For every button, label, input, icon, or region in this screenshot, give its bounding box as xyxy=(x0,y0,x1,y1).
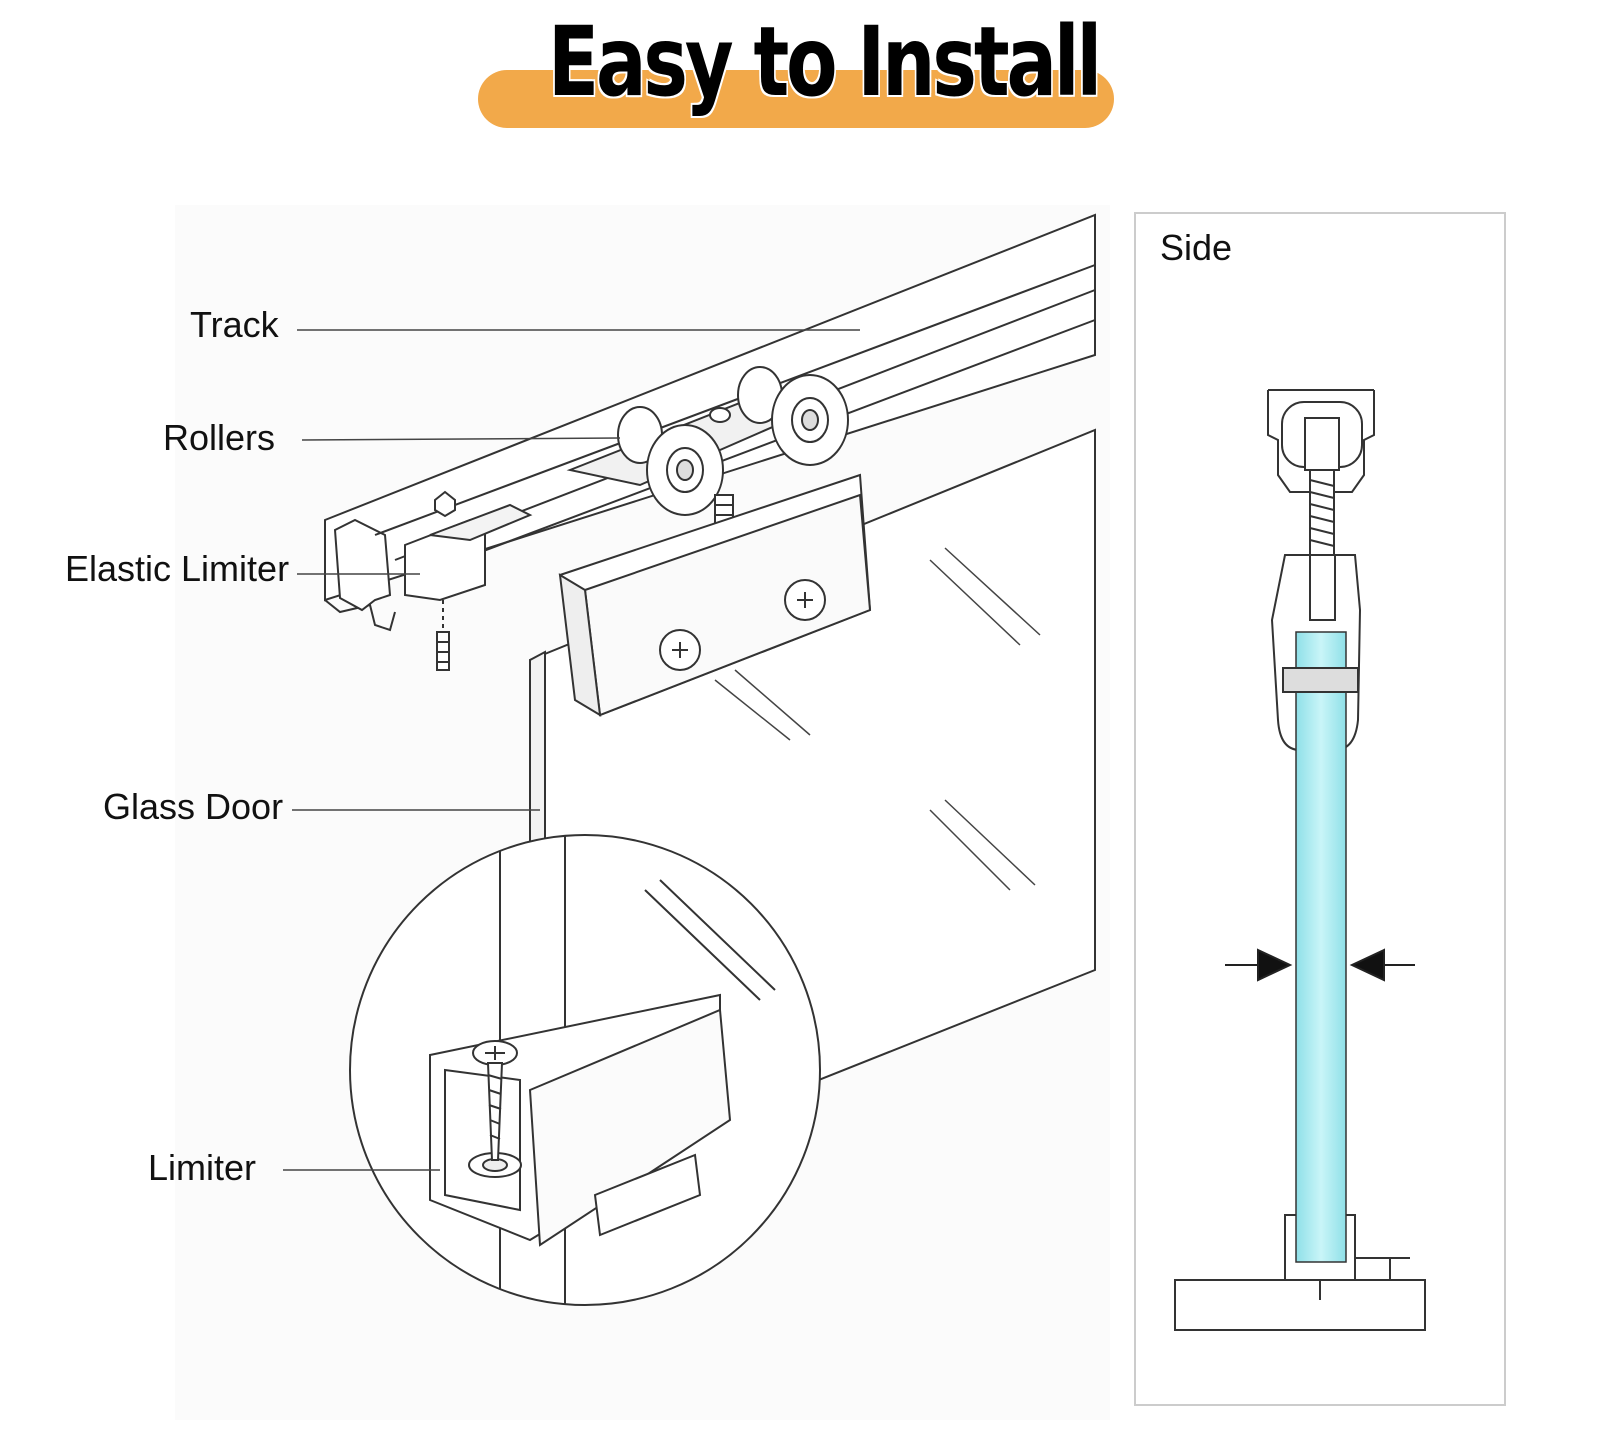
thickness-arrows xyxy=(1225,948,1415,982)
limiter-detail-circle xyxy=(349,834,821,1306)
rollers-assembly xyxy=(566,366,849,536)
title-highlight xyxy=(478,70,1114,128)
door-clamp xyxy=(558,473,872,717)
label-rollers: Rollers xyxy=(163,417,276,458)
side-glass-pane xyxy=(1295,631,1347,1263)
page-title: Easy to Install xyxy=(547,6,1102,118)
label-track: Track xyxy=(190,304,279,345)
screw-icon xyxy=(472,1040,518,1161)
rollers-leader-line xyxy=(301,437,621,441)
label-elastic-limiter: Elastic Limiter xyxy=(65,548,290,589)
label-limiter: Limiter xyxy=(148,1147,257,1188)
title-banner: Easy to Install xyxy=(478,0,1114,140)
side-clamp-bolt xyxy=(1282,667,1359,693)
side-panel-title: Side xyxy=(1160,227,1233,268)
elastic-limiter-part xyxy=(404,490,533,671)
label-glass-door: Glass Door xyxy=(103,786,284,827)
track-rail xyxy=(324,213,1096,632)
leader-lines xyxy=(283,329,860,1171)
glass-reflections xyxy=(714,547,1041,891)
